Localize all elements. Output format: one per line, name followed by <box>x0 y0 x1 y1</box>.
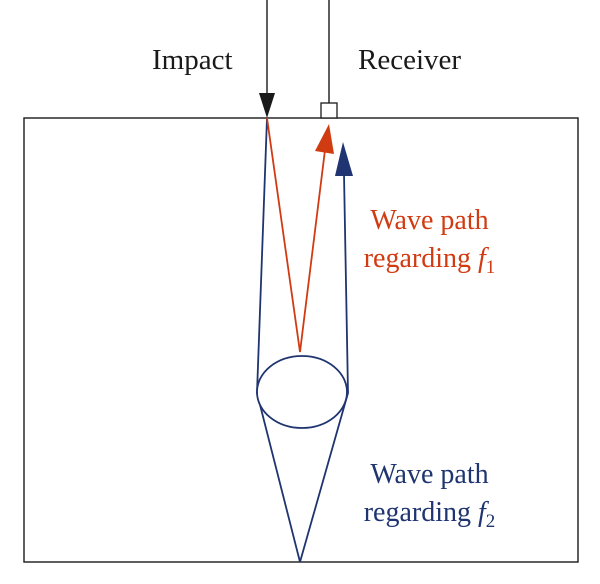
wave-path-f1-title: Wave path <box>370 205 489 236</box>
wave-path-f1-regarding: regarding f1 <box>352 240 507 278</box>
internal-void <box>256 355 348 429</box>
wave-path-f2-title: Wave path <box>370 459 489 490</box>
impact-label: Impact <box>152 44 233 76</box>
receiver-label: Receiver <box>358 44 462 76</box>
wave-path-f2-left <box>256 117 301 563</box>
impact-arrow-head <box>259 93 275 118</box>
wave-path-f1-subscript: 1 <box>485 257 496 278</box>
wave-path-f2-right <box>299 173 349 563</box>
wave-path-f2-regarding-text: regarding <box>363 497 478 528</box>
wave-path-f2-arrow-head <box>335 142 353 176</box>
wave-path-f1 <box>266 117 326 353</box>
receiver-sensor <box>320 102 338 119</box>
wave-path-f1-symbol: f <box>478 243 486 274</box>
wave-path-f2-regarding: regarding f2 <box>352 494 507 532</box>
wave-path-f2-symbol: f <box>478 497 486 528</box>
specimen-body <box>23 117 579 563</box>
wave-path-f1-arrow-head <box>315 124 334 154</box>
wave-path-f1-label: Wave path regarding f1 <box>352 202 507 278</box>
wave-path-f1-regarding-text: regarding <box>363 243 478 274</box>
wave-path-f2-label: Wave path regarding f2 <box>352 456 507 532</box>
wave-path-f2-subscript: 2 <box>485 511 496 532</box>
